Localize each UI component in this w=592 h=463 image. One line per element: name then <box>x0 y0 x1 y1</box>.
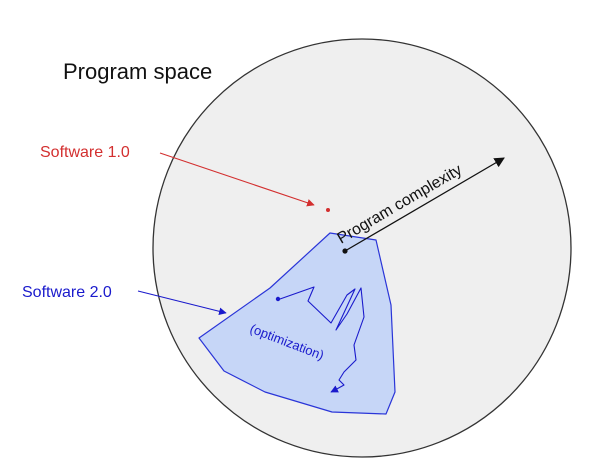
software-2-region <box>198 232 396 415</box>
program-complexity-arrow <box>344 157 505 252</box>
software-1-label: Software 1.0 <box>40 144 130 161</box>
software-2-arrow <box>137 290 227 316</box>
origin-dot <box>342 248 348 254</box>
optimization-path <box>279 286 365 393</box>
software-1-dot <box>326 208 330 212</box>
software-2-label: Software 2.0 <box>22 284 112 301</box>
program-space-title: Program space <box>63 59 212 84</box>
software-1-arrow <box>159 152 315 207</box>
optimization-start-dot <box>275 296 281 302</box>
